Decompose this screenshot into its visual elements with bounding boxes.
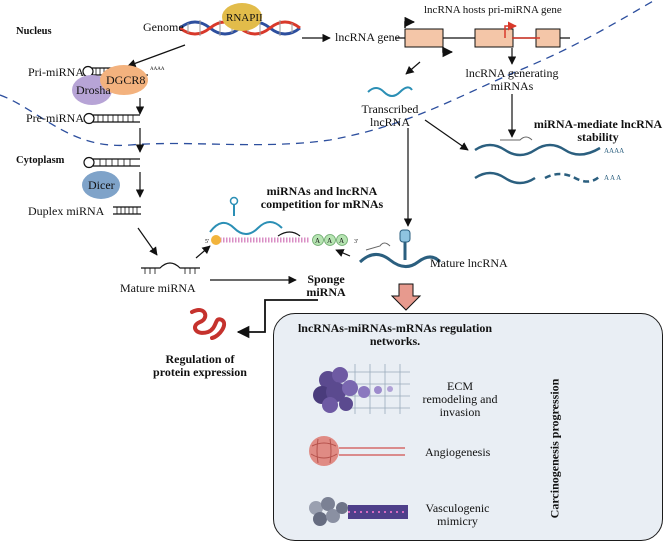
mature-lncrna-shape — [358, 229, 442, 268]
dicer-label: Dicer — [88, 178, 115, 192]
big-arrow-to-network — [390, 283, 422, 311]
arrow-gene-to-transcribed — [405, 61, 421, 75]
rnapii-shape — [222, 3, 262, 31]
carcinogenesis-label: Carcinogenesis progression — [547, 378, 562, 519]
angiogenesis-icon — [309, 436, 405, 466]
cytoplasm-pre-mirna — [83, 156, 140, 169]
a-bead-1: A — [315, 237, 321, 245]
pri-mirna-polya-label: AAAA — [150, 67, 165, 72]
unstable-lncrna-strand-2 — [474, 171, 536, 185]
pre-mirna-hairpin — [83, 112, 140, 125]
mature-lncrna-label: Mature lncRNA — [430, 256, 508, 270]
a-bead-3: A — [339, 237, 345, 245]
pre-mirna-label: Pre-miRNA — [26, 111, 84, 125]
duplex-mirna-label: Duplex miRNA — [28, 204, 105, 218]
regulation-network-box — [273, 313, 663, 541]
protein-icon — [190, 308, 227, 340]
genome-label: Genome — [143, 20, 184, 34]
unstable-lncrna-strand-3 — [544, 172, 601, 183]
cytoplasm-label: Cytoplasm — [16, 155, 65, 166]
five-prime-label: 5' — [205, 239, 210, 245]
three-prime-label: 3' — [354, 239, 359, 245]
vasculogenic-icon — [309, 497, 408, 526]
arrow-mature-lncrna-to-competition — [335, 249, 351, 257]
mature-mirna-shape — [141, 262, 200, 274]
ecm-icon — [313, 364, 410, 414]
pri-mirna-label: Pri-miRNA — [28, 65, 85, 79]
dgcr8-shape — [100, 65, 148, 95]
arrow-transcribed-to-stability — [424, 119, 469, 151]
mature-mirna-label: Mature miRNA — [120, 281, 196, 295]
rnapii-label: RNAPII — [226, 12, 263, 24]
lncrna-gene-structure — [395, 16, 570, 58]
arrow-duplex-to-mature — [137, 227, 158, 256]
angiogenesis-label: Angiogenesis — [425, 445, 491, 459]
nucleus-label: Nucleus — [16, 26, 52, 37]
stable-lncrna-strand-1 — [474, 143, 601, 157]
poly-a-tail-1: AAAA — [604, 147, 625, 155]
mirna-bound-1 — [500, 136, 533, 141]
duplex-mirna-shape — [113, 206, 141, 215]
dgcr8-label: DGCR8 — [106, 73, 146, 87]
drosha-label: Drosha — [76, 83, 111, 97]
transcribed-lncrna-strand — [367, 86, 413, 97]
a-bead-2: A — [327, 237, 333, 245]
arrow-mature-to-competition — [195, 245, 211, 259]
lncrna-hosts-label: lncRNA hosts pri-miRNA gene — [424, 4, 562, 16]
poly-a-tail-2: A A A — [604, 174, 622, 182]
dicer-shape — [82, 171, 120, 199]
arrow-genome-to-primirna — [127, 44, 186, 68]
nuclear-membrane — [0, 0, 656, 147]
competition-mrna — [209, 196, 348, 246]
lncrna-gene-label: lncRNA gene — [335, 30, 400, 44]
arrow-sponge-to-regulation — [236, 299, 318, 339]
